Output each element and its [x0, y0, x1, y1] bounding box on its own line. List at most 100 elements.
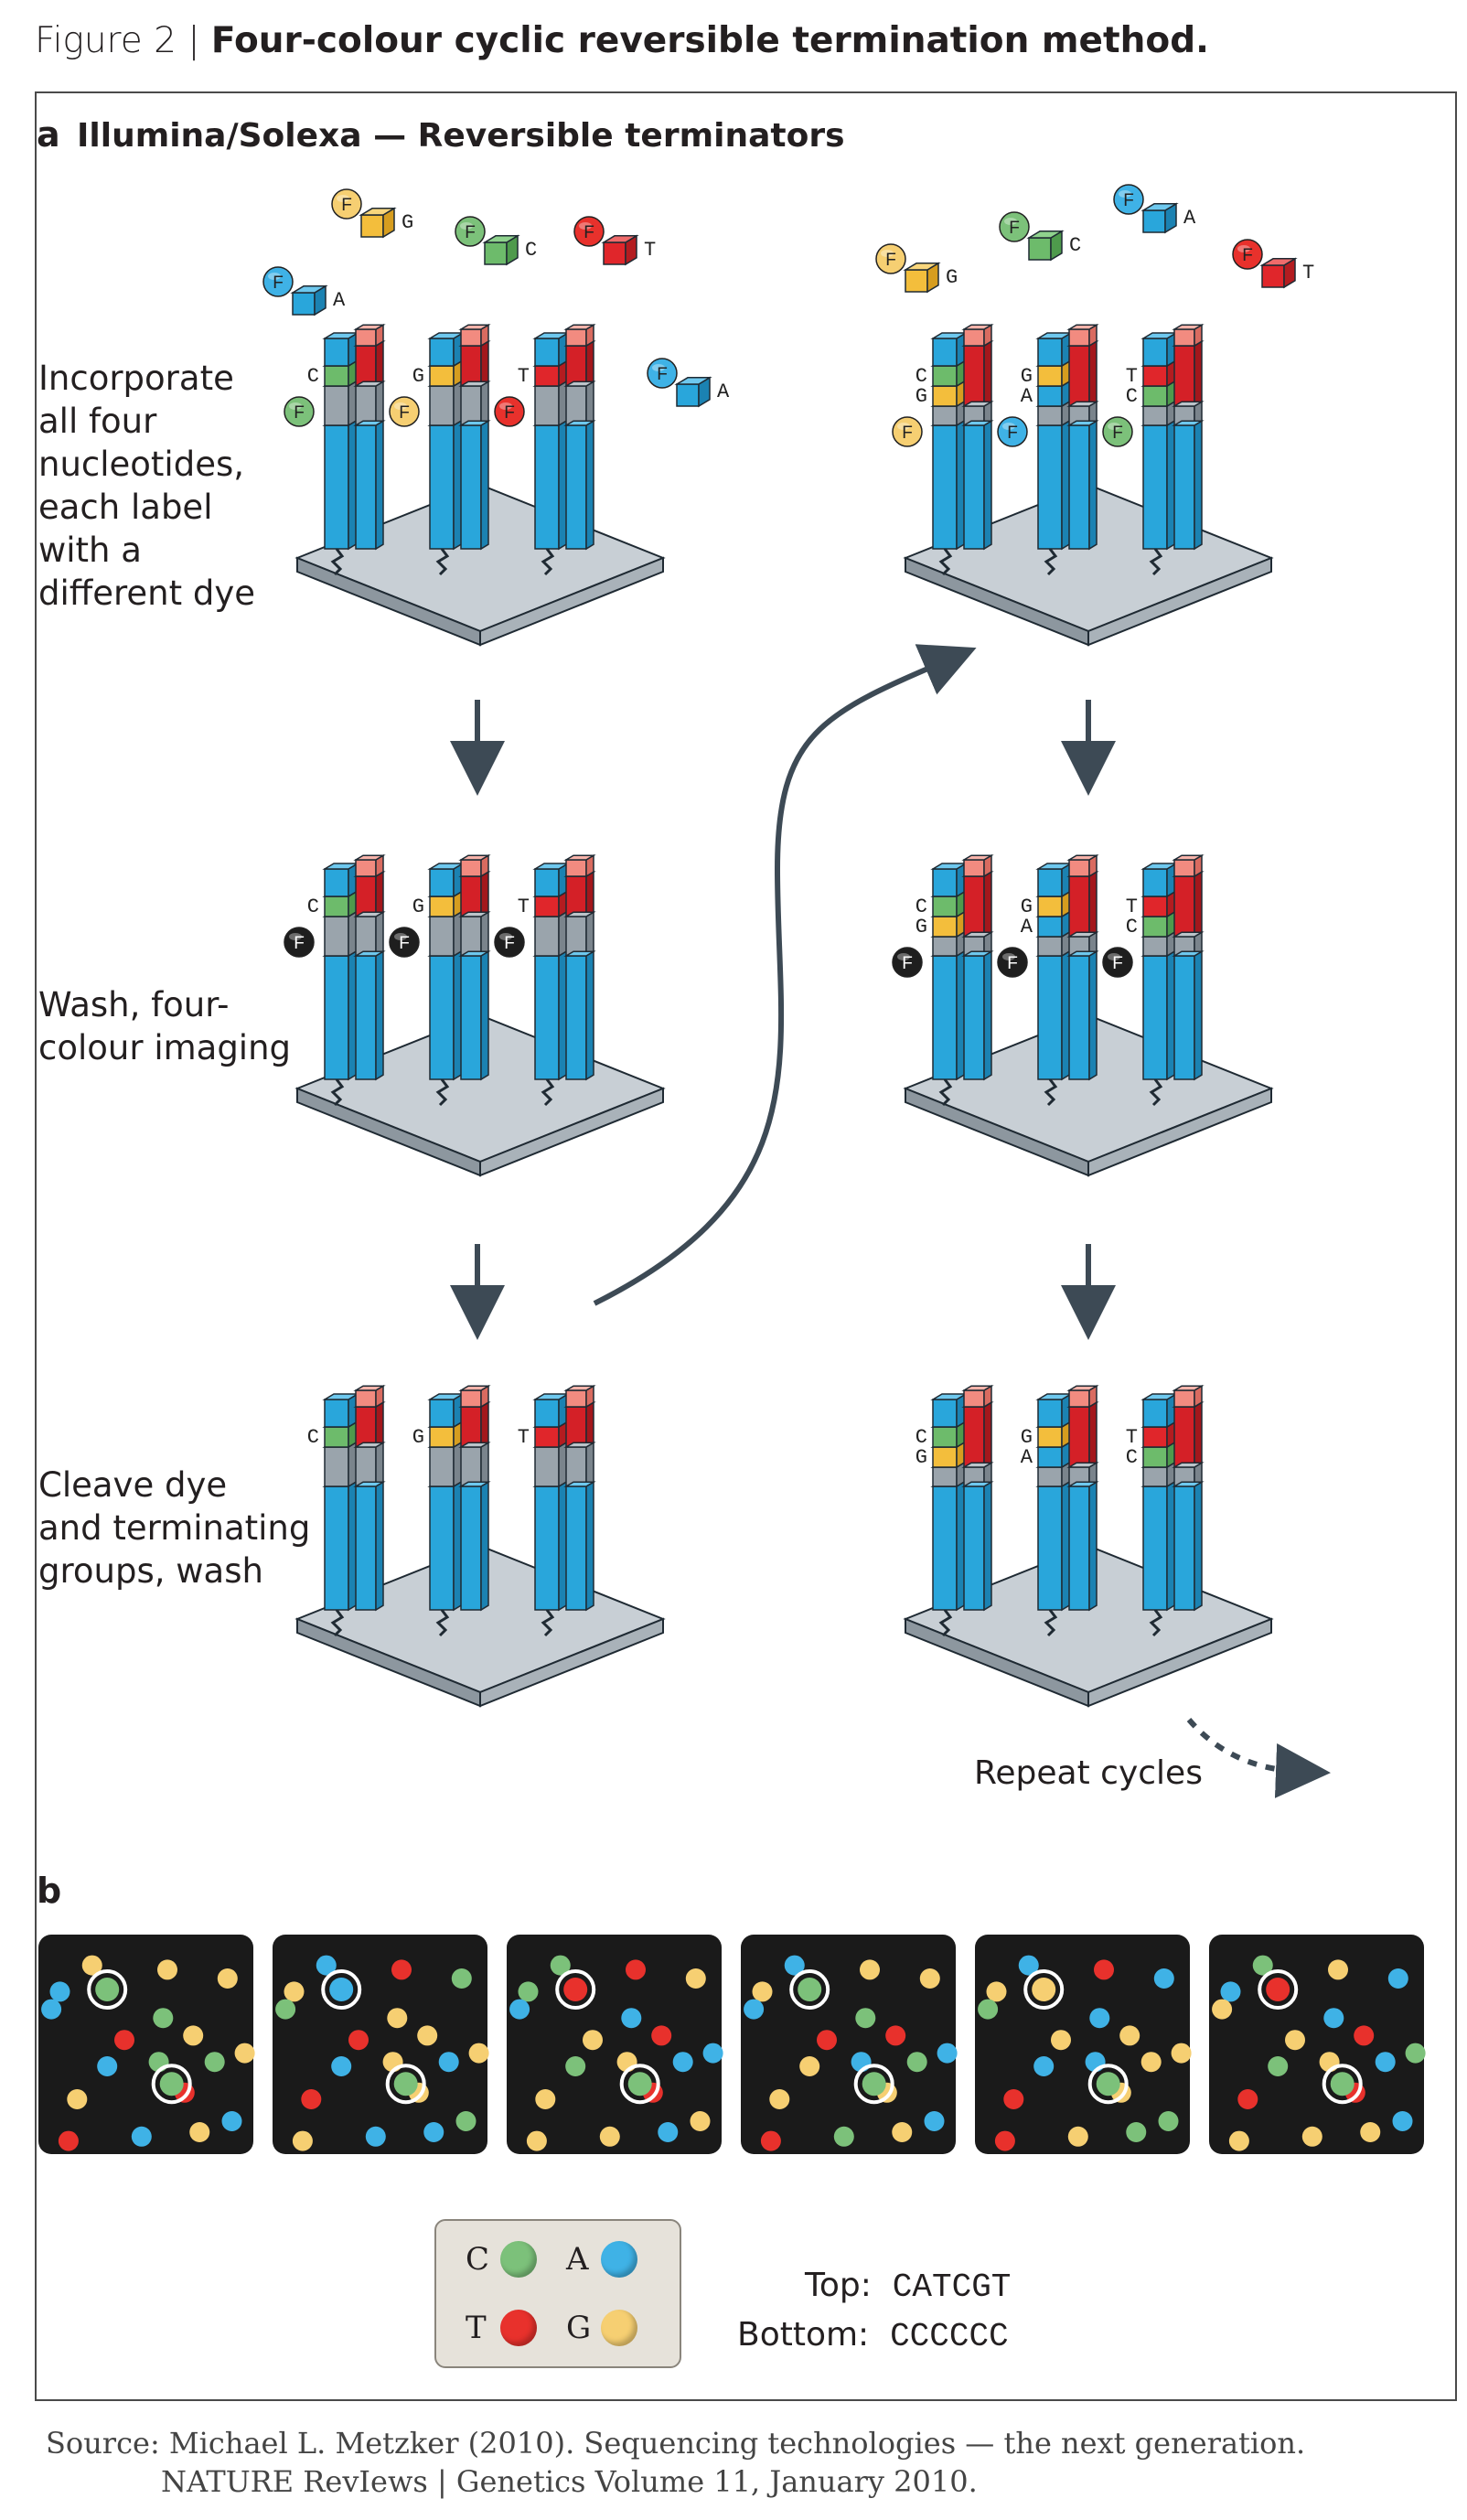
svg-text:F: F [465, 223, 476, 242]
dye-label-icon: F [494, 927, 525, 958]
anchor-linker [1149, 1609, 1163, 1637]
cluster-spot [509, 1999, 530, 2020]
base-letter: G [412, 1426, 424, 1449]
free-nucleotide-icon: FC [999, 211, 1081, 262]
cluster-spot [892, 2122, 913, 2142]
template-top [322, 331, 360, 368]
base-letter: C [1126, 916, 1138, 938]
bottom-cluster-ring [853, 2064, 894, 2105]
complement-cap [1172, 853, 1205, 878]
template-segment [1140, 418, 1179, 551]
template-top [532, 862, 571, 898]
cluster-spot [760, 2130, 781, 2151]
complement-strand [458, 870, 491, 918]
template-top [1140, 862, 1179, 898]
template-top [1035, 862, 1074, 898]
cluster-spot [1033, 2056, 1055, 2076]
base-letter: T [1126, 365, 1138, 388]
top-cluster-spot [329, 1978, 354, 2001]
svg-text:F: F [1112, 954, 1123, 973]
repeat-cycles-label: Repeat cycles [974, 1754, 1203, 1792]
cluster-spot [1094, 1959, 1114, 1980]
complement-base [1172, 949, 1205, 1081]
free-nucleotide-icon: FA [1113, 184, 1196, 234]
cluster-spot [284, 1981, 305, 2002]
template-top [1035, 1392, 1074, 1429]
legend-g-dot [601, 2310, 637, 2346]
base-letter: G [412, 365, 424, 388]
nucleotide-letter: G [402, 211, 413, 234]
base-letter: G [412, 895, 424, 918]
dna-strand: CTF [1102, 853, 1205, 1107]
imaging-frame [273, 1935, 489, 2154]
cluster-spot [937, 2043, 958, 2064]
complement-strand [1066, 1400, 1099, 1469]
base-letter: C [1126, 385, 1138, 408]
cluster-spot [583, 2030, 603, 2051]
slide-edge-right [479, 556, 664, 647]
bottom-cluster-spot [159, 2072, 184, 2096]
complement-strand [1172, 339, 1205, 408]
cluster-spot [535, 2089, 556, 2109]
template-segment [532, 949, 571, 1081]
anchor-linker [435, 1078, 450, 1107]
template-segment [427, 949, 466, 1081]
cluster-spot [183, 2025, 204, 2046]
complement-cap [563, 1384, 596, 1409]
template-top [427, 1392, 466, 1429]
template-top [322, 862, 360, 898]
dna-strand: GC [916, 1384, 994, 1637]
cluster-spot [685, 1968, 706, 1989]
base-letter: T [518, 365, 530, 388]
complement-strand [1066, 339, 1099, 408]
cluster-spot [1089, 2008, 1110, 2029]
complement-base [1066, 1480, 1099, 1612]
complement-base [563, 419, 596, 551]
legend-g-label: G [566, 2310, 592, 2346]
free-nucleotide-icon: FA [647, 358, 730, 408]
dna-strand: TF [494, 853, 596, 1107]
complement-cap [458, 323, 491, 348]
dna-strand: AG [1021, 1384, 1099, 1637]
base-letter: C [307, 1426, 319, 1449]
cluster-spot [1237, 2089, 1258, 2109]
dna-strand: AGF [997, 323, 1099, 576]
bottom-cluster-spot [1330, 2072, 1355, 2096]
cluster-spot [1018, 1955, 1039, 1976]
dye-label-icon: F [284, 927, 315, 958]
anchor-linker [1044, 1609, 1058, 1637]
template-segment [532, 1479, 571, 1612]
dna-strand: CT [1126, 1384, 1205, 1637]
cluster-spot [114, 2030, 134, 2051]
cluster-spot [301, 2089, 322, 2109]
complement-strand [563, 339, 596, 388]
base-letter: A [1021, 1446, 1033, 1469]
cluster-spot [855, 2008, 876, 2029]
cluster-spot [153, 2008, 174, 2029]
legend-t-label: T [466, 2310, 487, 2346]
complement-base [353, 1480, 386, 1612]
dna-strand: CF [284, 853, 386, 1107]
cluster-spot [1328, 1959, 1348, 1980]
free-nucleotide-icon: FG [875, 243, 958, 294]
bottom-cluster-ring [1087, 2064, 1129, 2105]
complement-cap [1066, 853, 1099, 878]
imaging-panels [38, 1935, 1426, 2154]
primer-segment [532, 379, 571, 427]
cluster-spot [1051, 2030, 1071, 2051]
step-1-text: Incorporate all four nucleotides, each l… [38, 359, 256, 613]
slide-edge-right [1087, 1087, 1272, 1177]
complement-grey [458, 1441, 491, 1488]
svg-text:F: F [584, 223, 594, 242]
cluster-spot [1140, 2052, 1162, 2073]
dye-label-icon: F [331, 188, 362, 220]
nucleotide-cube [601, 234, 639, 266]
imaging-background [38, 1935, 253, 2154]
step-3-text: Cleave dye and terminating groups, wash [38, 1465, 311, 1591]
cluster-spot [885, 2025, 906, 2046]
legend: C A T G [434, 2219, 681, 2368]
nucleotide-cube [1140, 202, 1179, 234]
